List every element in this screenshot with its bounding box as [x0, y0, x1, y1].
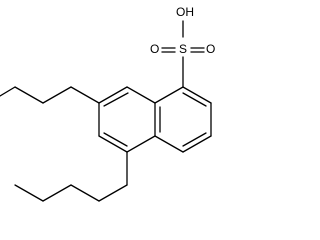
bond — [182, 92, 207, 107]
bond — [98, 86, 128, 104]
molecule-drawing: OH S O O — [0, 5, 215, 202]
bond — [14, 86, 44, 104]
bond — [154, 135, 184, 153]
bond — [154, 86, 184, 104]
atom-labels: OH S O O — [150, 5, 215, 56]
bond — [70, 86, 100, 104]
bond — [126, 135, 156, 153]
bond — [126, 86, 156, 104]
bond — [42, 184, 72, 202]
bond — [42, 86, 72, 104]
hydroxyl-label: OH — [176, 5, 194, 19]
bond — [182, 132, 207, 147]
bond — [182, 135, 212, 153]
bond — [98, 184, 128, 202]
bond — [0, 86, 16, 97]
oxygen-left-label: O — [150, 42, 159, 56]
bond — [103, 92, 129, 107]
bond-lines — [0, 20, 212, 202]
bond — [103, 132, 128, 147]
oxygen-right-label: O — [206, 42, 215, 56]
structure-diagram: OH S O O — [0, 5, 216, 202]
sulfur-label: S — [179, 42, 187, 56]
bond — [98, 135, 128, 153]
bond — [14, 184, 44, 202]
bond — [182, 86, 212, 104]
bond — [70, 184, 100, 202]
